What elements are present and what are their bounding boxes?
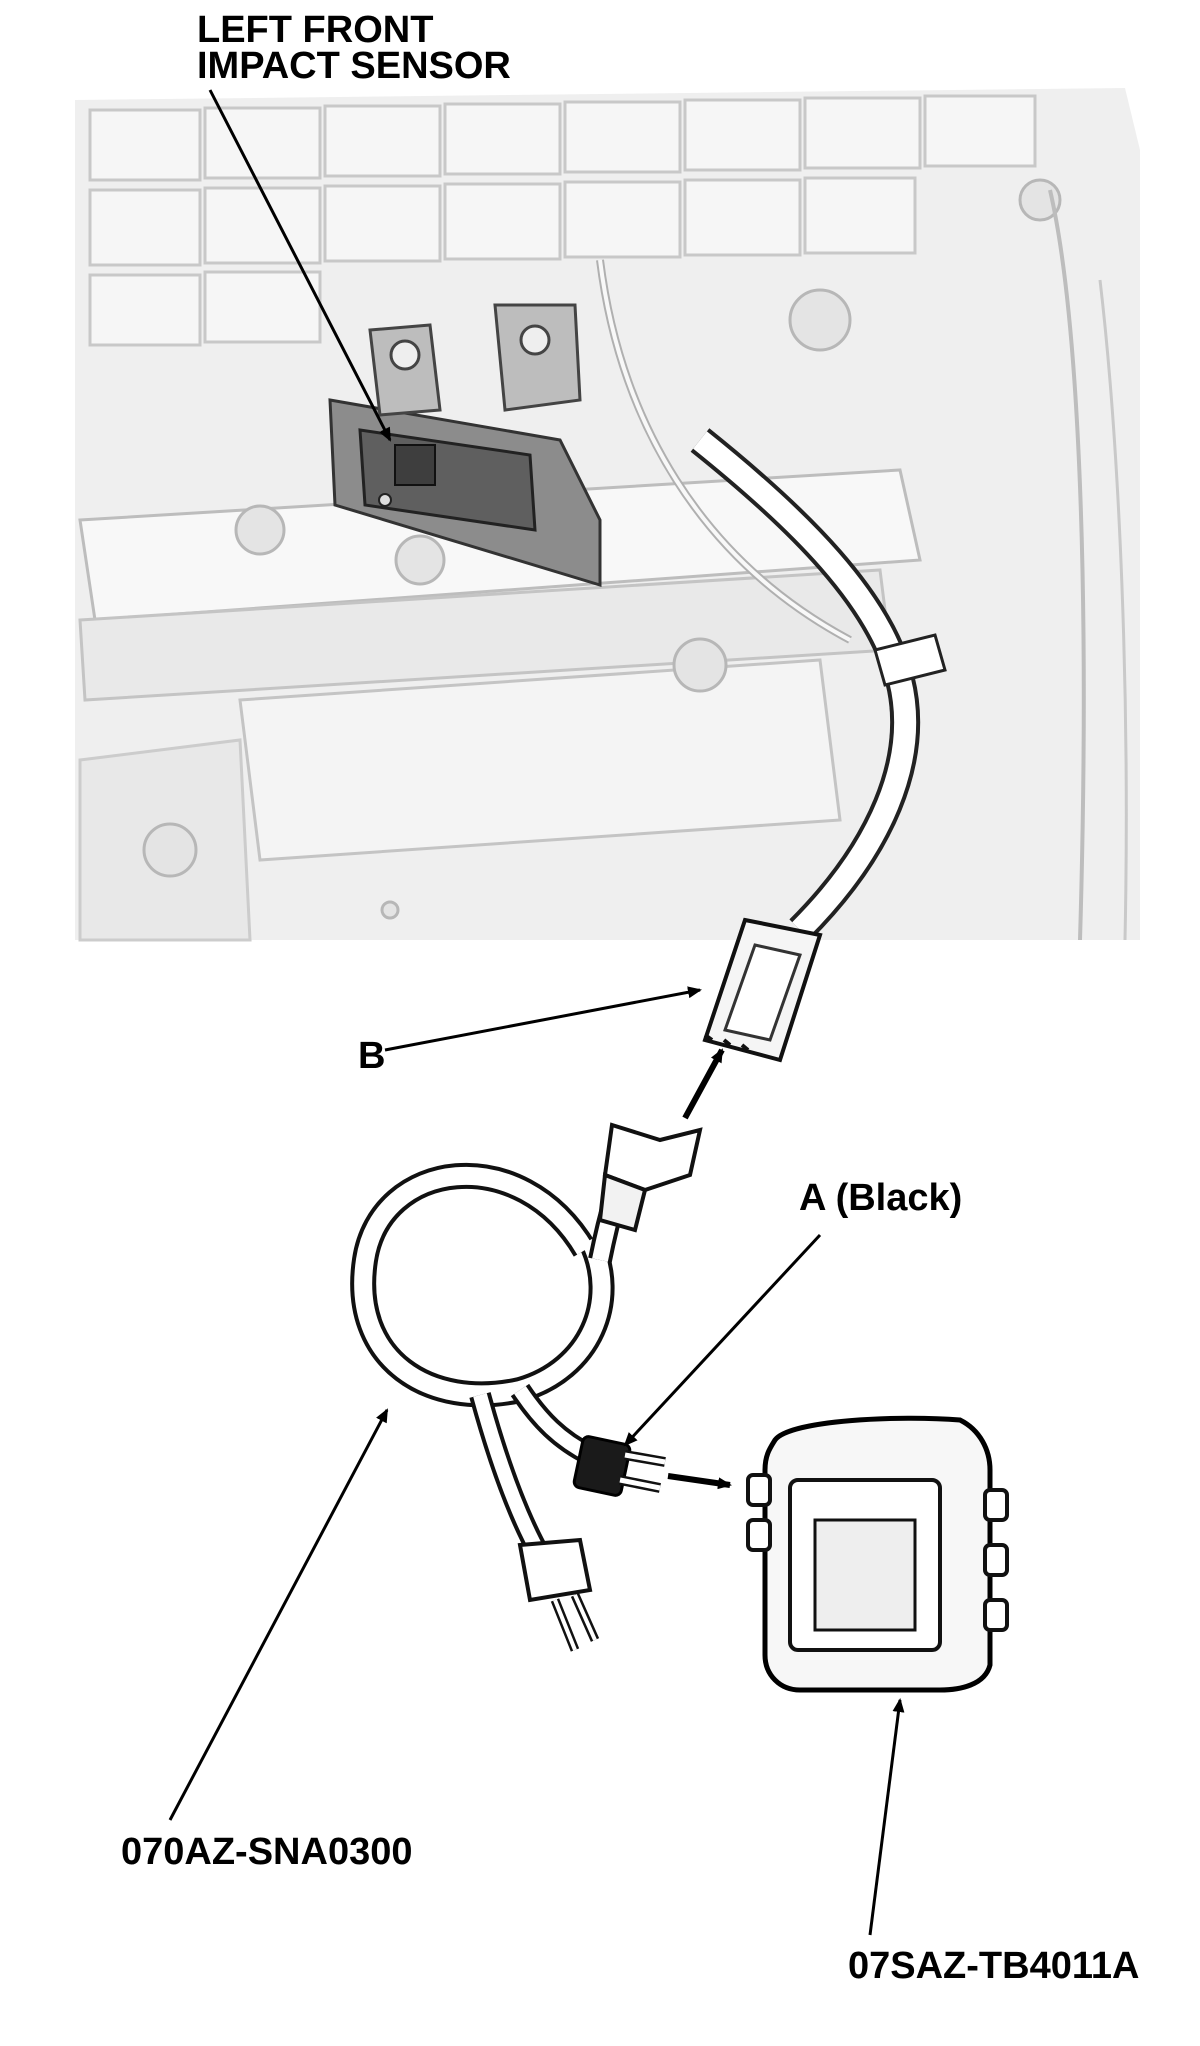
impact-sensor-label-line-1: LEFT FRONT: [197, 9, 434, 51]
leader-impact-sensor: [208, 89, 392, 442]
harness-part-number-label: 070AZ-SNA0300: [121, 1831, 413, 1873]
leader-lines: [168, 89, 905, 1936]
connection-arrow-to-box: [667, 1473, 732, 1490]
leader-connector-b: [384, 986, 702, 1052]
box-part-number-label: 07SAZ-TB4011A: [848, 1945, 1140, 1987]
simulator-box-illustration: [746, 1415, 1009, 1693]
engine-bay-illustration: [75, 88, 1140, 942]
leader-connector-a: [623, 1233, 822, 1447]
impact-sensor-illustration: [328, 303, 602, 588]
connector-a-label: A (Black): [799, 1177, 963, 1219]
leader-box-part: [868, 1698, 905, 1936]
leader-harness-part: [168, 1408, 389, 1821]
impact-sensor-label-line-2: IMPACT SENSOR: [197, 45, 511, 87]
connection-arrow-to-b: [682, 1048, 725, 1120]
connector-b-illustration: [702, 917, 823, 1063]
vehicle-harness-illustration: [690, 428, 947, 941]
connector-b-label: B: [358, 1035, 386, 1077]
test-harness-illustration: [350, 1122, 703, 1652]
